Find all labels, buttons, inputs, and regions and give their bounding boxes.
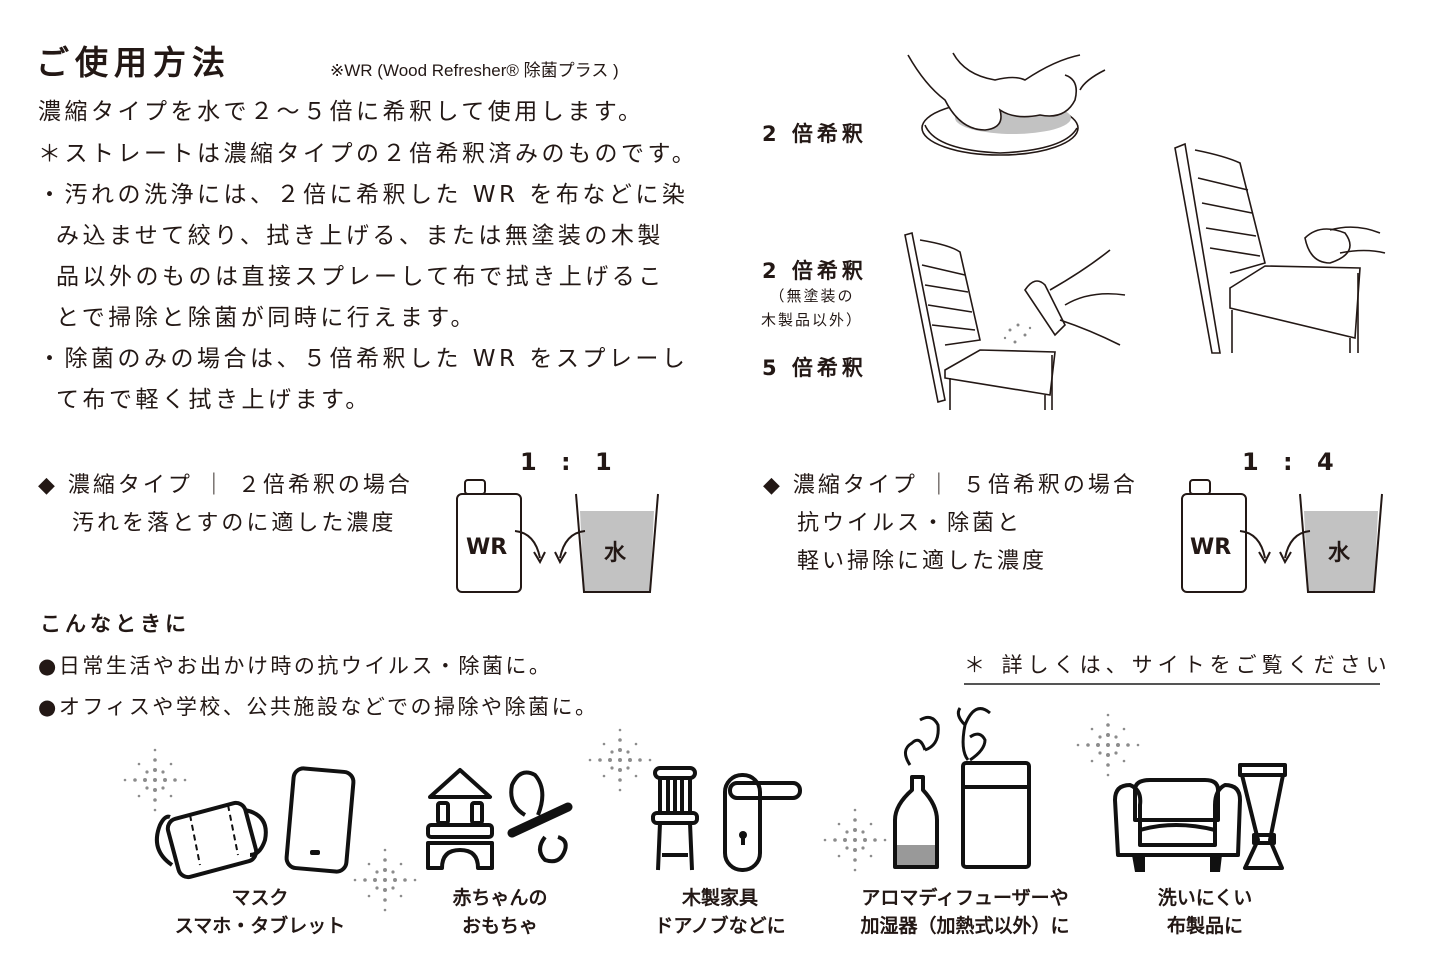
sparkle-icon [1076,713,1140,777]
caption-line: スマホ・タブレット [174,915,346,937]
use-caption-toys: 赤ちゃんの おもちゃ [420,884,580,940]
ratio-desc: 軽い掃除に適した濃度 [797,549,1048,574]
label-2x-spray: 2 倍希釈 [762,259,867,283]
caption-line: おもちゃ [461,915,538,937]
water-label: 水 [604,541,627,566]
instruction-line: とで掃除と除菌が同時に行えます。 [56,305,478,331]
use-caption-diffuser: アロマディフューザーや 加湿器（加熱式以外）に [840,884,1090,940]
usage-heading: こんなときに [40,612,190,636]
instruction-line: 品以外のものは直接スプレーして布で拭き上げるこ [56,264,665,290]
instruction-line: 濃縮タイプを水で２～５倍に希釈して使用します。 [38,99,645,125]
wr-bottle-icon [1181,479,1247,593]
sparkle-icon [823,808,887,872]
usage-bullet: ●日常生活やお出かけ時の抗ウイルス・除菌に。 [38,654,553,678]
caption-line: 布製品に [1166,915,1243,937]
instruction-line: ・除菌のみの場合は、５倍希釈した WR をスプレーし [38,346,689,372]
bottle-label: WR [466,535,508,560]
caption-line: 加湿器（加熱式以外）に [860,915,1070,937]
chair-doorknob-icon [651,766,802,872]
product-note: ※WR (Wood Refresher® 除菌プラス ) [330,61,619,80]
caption-line: ドアノブなどに [654,915,786,937]
ratio-desc: 抗ウイルス・除菌と [797,511,1023,536]
instruction-line: み込ませて絞り、拭き上げる、または無塗装の木製 [56,223,664,249]
sofa-curtain-icon [1113,763,1287,872]
caption-line: 洗いにくい [1157,887,1253,909]
toy-blocks-pacifier-icon [426,768,573,870]
spray-note-line: 木製品以外） [760,311,863,329]
use-caption-mask: マスク スマホ・タブレット [160,884,360,940]
use-caption-fabric: 洗いにくい 布製品に [1125,884,1285,940]
wr-bottle-icon [456,479,522,593]
bottle-label: WR [1190,535,1232,560]
water-label: 水 [1328,541,1351,566]
instruction-line: て布で軽く拭き上げます。 [56,387,372,413]
chair-spray-icon [904,231,1126,410]
chair-wipe-icon [1174,142,1386,354]
caption-line: 木製家具 [681,887,758,909]
label-spray-note: （無塗装の 木製品以外） [752,284,872,332]
pour-arrows-icon [514,530,586,565]
ratio-heading: ◆ 濃縮タイプ ｜ ５倍希釈の場合 [763,473,1138,498]
mask-phone-icon [155,766,356,880]
label-5x-spray: 5 倍希釈 [762,356,867,380]
spray-note-line: （無塗装の [769,287,855,305]
instruction-line: ＊ストレートは濃縮タイプの２倍希釈済みのものです。 [38,141,699,167]
ratio-value: 1 : 4 [1242,448,1342,476]
wring-cloth-bowl-icon [907,52,1106,156]
caption-line: マスク [231,887,289,909]
sparkle-icon [353,848,417,912]
caption-line: アロマディフューザーや [861,887,1069,909]
ratio-value: 1 : 1 [520,448,620,476]
page-title: ご使用方法 [36,43,231,82]
diffuser-humidifier-icon [893,707,1031,869]
water-cup-icon [1299,493,1383,593]
usage-bullet: ●オフィスや学校、公共施設などでの掃除や除菌に。 [38,695,599,719]
sparkle-icon [123,748,187,812]
site-link-note[interactable]: ＊ 詳しくは、サイトをご覧ください [964,649,1387,685]
sparkle-icon [588,728,652,792]
caption-line: 赤ちゃんの [452,887,548,909]
ratio-heading: ◆ 濃縮タイプ ｜ ２倍希釈の場合 [38,473,413,498]
label-2x-wring: 2 倍希釈 [762,122,867,146]
pour-arrows-icon [1239,530,1311,565]
instruction-line: ・汚れの洗浄には、２倍に希釈した WR を布などに染 [38,182,689,208]
water-cup-icon [575,493,659,593]
ratio-desc: 汚れを落とすのに適した濃度 [72,511,397,536]
use-caption-furniture: 木製家具 ドアノブなどに [640,884,800,940]
